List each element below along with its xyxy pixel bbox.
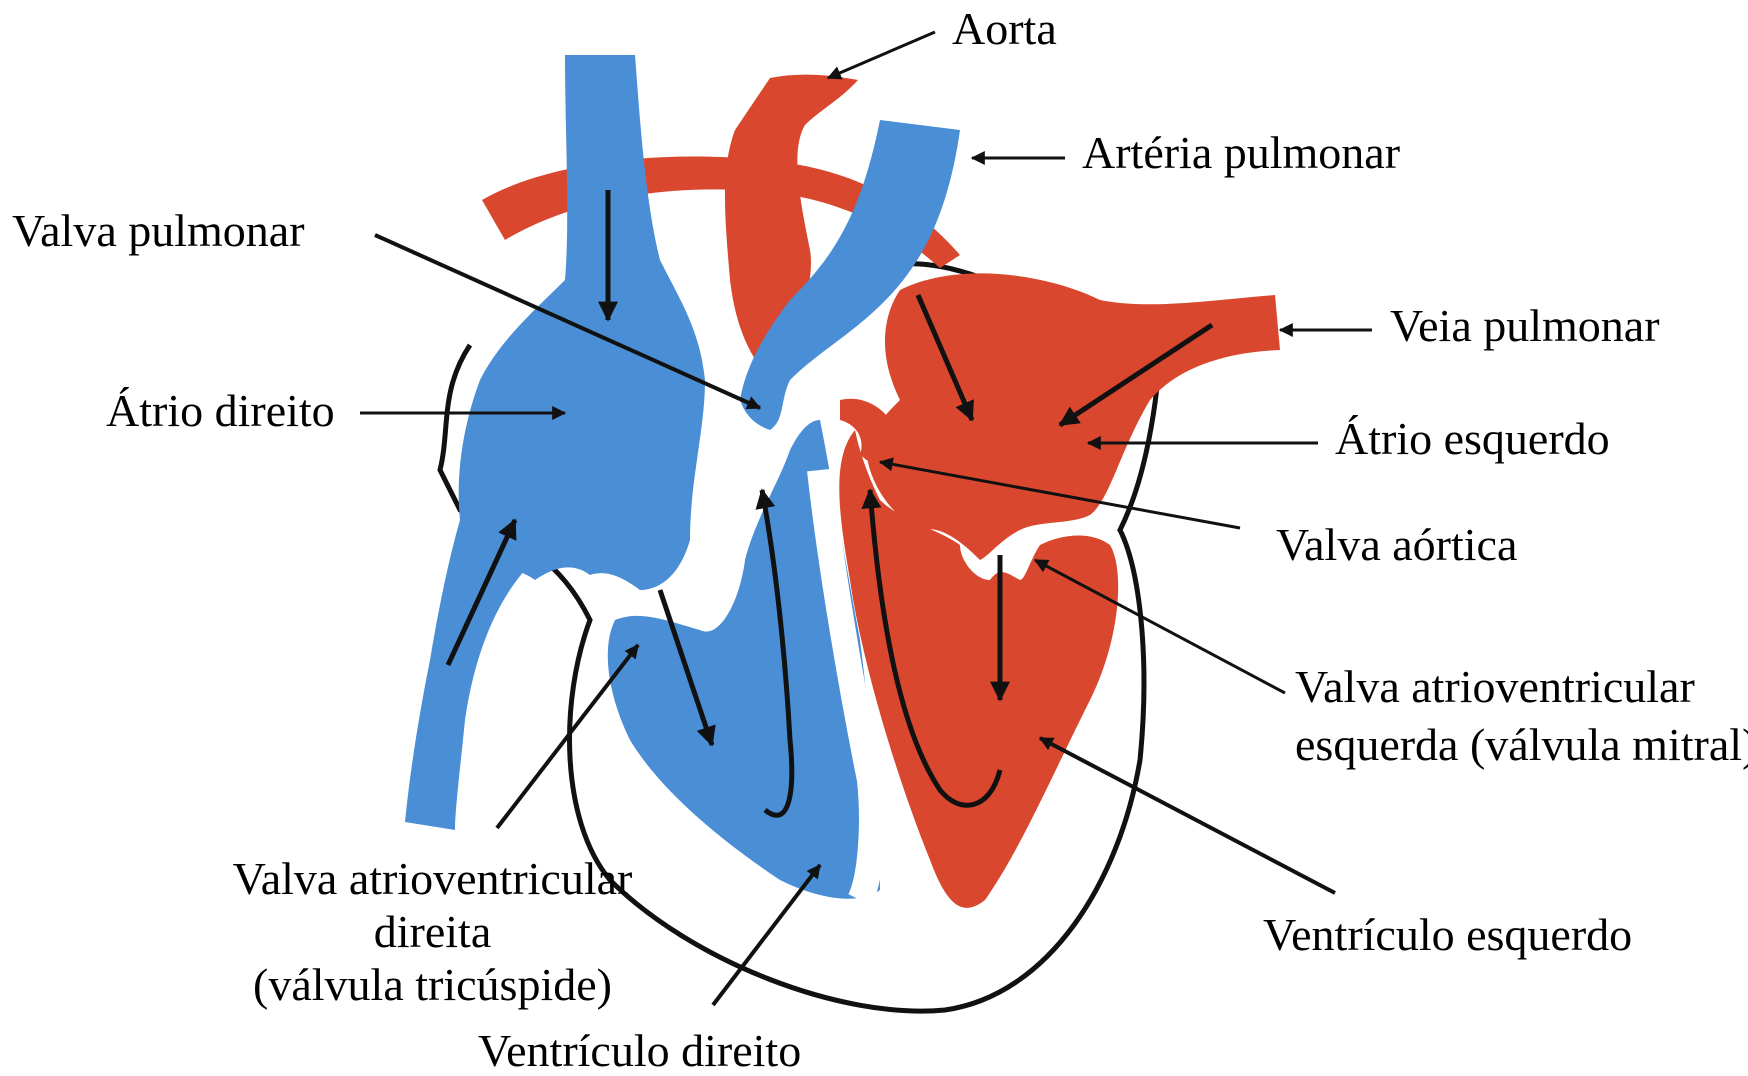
label-ventriculo-esquerdo: Ventrículo esquerdo bbox=[1263, 912, 1632, 958]
label-valva-av-esquerda-line-1: Valva atrioventricular bbox=[1295, 658, 1748, 716]
right-atrium-shape bbox=[459, 55, 705, 590]
leader-aorta bbox=[828, 32, 935, 78]
label-valva-atrioventricular-direita: Valva atrioventricular direita (válvula … bbox=[220, 852, 645, 1011]
label-atrio-direito: Átrio direito bbox=[106, 388, 335, 434]
label-ventriculo-direito: Ventrículo direito bbox=[478, 1028, 801, 1074]
label-aorta: Aorta bbox=[952, 6, 1057, 52]
inferior-vena-cava-shape bbox=[405, 520, 540, 830]
label-valva-aortica: Valva aórtica bbox=[1276, 522, 1517, 568]
label-arteria-pulmonar: Artéria pulmonar bbox=[1082, 130, 1400, 176]
label-valva-av-direita-line-3: (válvula tricúspide) bbox=[220, 958, 645, 1011]
label-valva-av-direita-line-2: direita bbox=[220, 905, 645, 958]
label-valva-av-esquerda-line-2: esquerda (válvula mitral) bbox=[1295, 716, 1748, 774]
label-veia-pulmonar: Veia pulmonar bbox=[1390, 303, 1660, 349]
label-atrio-esquerdo: Átrio esquerdo bbox=[1335, 416, 1610, 462]
label-valva-pulmonar: Valva pulmonar bbox=[12, 208, 305, 254]
label-valva-atrioventricular-esquerda: Valva atrioventricular esquerda (válvula… bbox=[1295, 658, 1748, 774]
label-valva-av-direita-line-1: Valva atrioventricular bbox=[220, 852, 645, 905]
